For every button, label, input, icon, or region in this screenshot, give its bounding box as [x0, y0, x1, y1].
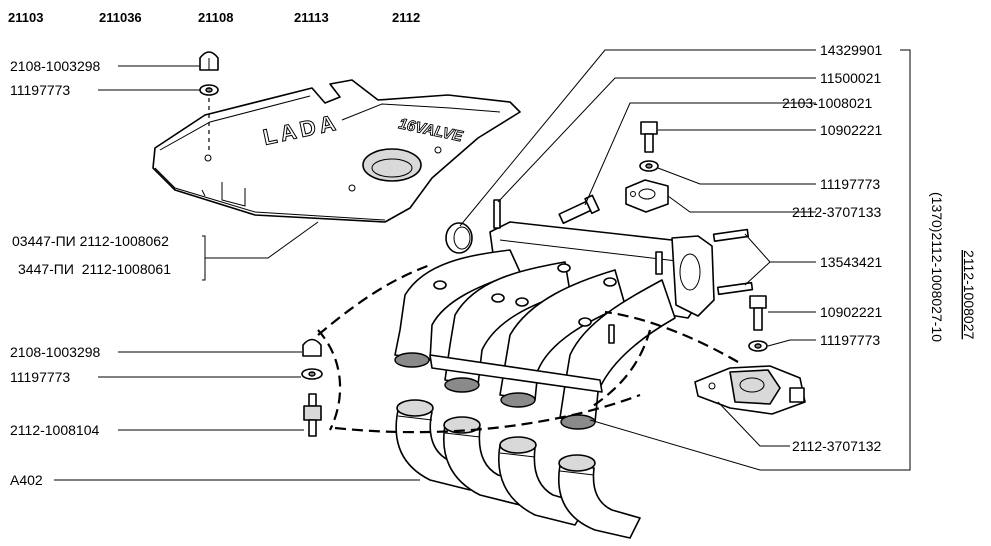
washer-right-top-part: [639, 160, 659, 172]
label-washer-right-mid: 11197773: [820, 332, 880, 348]
studs-pair-part: [712, 228, 754, 296]
label-stud: 2112-1008104: [10, 422, 99, 438]
label-plug: 14329901: [820, 42, 883, 58]
bracket-top-part: [625, 179, 669, 213]
stud-part: [303, 393, 322, 437]
label-stud-small: 11500021: [820, 70, 881, 86]
label-bracket-bottom: 2112-3707132: [792, 438, 881, 454]
left-labels: 2108-1003298 11197773 03447-ПИ 2112-1008…: [10, 58, 171, 488]
label-washer-top: 11197773: [10, 82, 70, 98]
label-cover-code-1: 03447-ПИ 2112-1008062: [12, 233, 169, 249]
washer-bottom-part: [301, 368, 323, 380]
engine-cover: LADA 16VALVE: [152, 79, 521, 223]
vertical-labels: 2112-1008027 (1370)2112-1008027-10: [929, 192, 977, 342]
intake-manifold: [394, 199, 715, 430]
path-stud-to-manifold: [317, 263, 431, 336]
label-cap-nut-bottom: 2108-1003298: [10, 344, 101, 360]
model-21113: 21113: [294, 10, 329, 25]
label-cover-code-2: 3447-ПИ 2112-1008061: [18, 261, 171, 277]
long-bolt-part: [558, 194, 600, 225]
bolt-mid-part: [749, 295, 767, 331]
label-studs-pair: 13543421: [820, 254, 883, 270]
model-211036: 211036: [99, 10, 142, 25]
label-bolt-mid: 10902221: [820, 304, 883, 320]
model-list: 21103 211036 21108 21113 2112: [8, 10, 420, 25]
label-washer-right-top: 11197773: [820, 176, 880, 192]
right-labels: 14329901 11500021 2103-1008021 10902221 …: [782, 42, 883, 454]
washer-right-mid-part: [748, 340, 768, 352]
model-2112: 2112: [392, 10, 420, 25]
label-bracket-top: 2112-3707133: [792, 204, 881, 220]
label-bolt-long: 2103-1008021: [782, 95, 873, 111]
cap-nut-bottom-part: [302, 338, 322, 357]
hoses-part: [395, 399, 641, 539]
washer-top-part: [199, 84, 219, 96]
label-bolt-top: 10902221: [820, 122, 883, 138]
label-hose: A402: [10, 472, 43, 488]
plug-part: [445, 222, 473, 254]
label-assembly: 2112-1008027: [961, 250, 977, 339]
path-left-bracket: [317, 329, 342, 431]
model-21103: 21103: [8, 10, 43, 25]
label-assembly-alt: (1370)2112-1008027-10: [929, 192, 945, 342]
bolt-top-part: [640, 121, 658, 153]
label-cap-nut-top: 2108-1003298: [10, 58, 101, 74]
cap-nut-top-part: [199, 51, 219, 71]
path-stud-to-bracket: [334, 393, 641, 434]
bracket-bottom-part: [694, 365, 806, 415]
label-washer-bottom: 11197773: [10, 369, 70, 385]
leader-lines: [54, 49, 911, 481]
model-21108: 21108: [198, 10, 233, 25]
path-bracket-to-manifold: [604, 310, 739, 363]
path-manifold-arc: [589, 329, 652, 409]
